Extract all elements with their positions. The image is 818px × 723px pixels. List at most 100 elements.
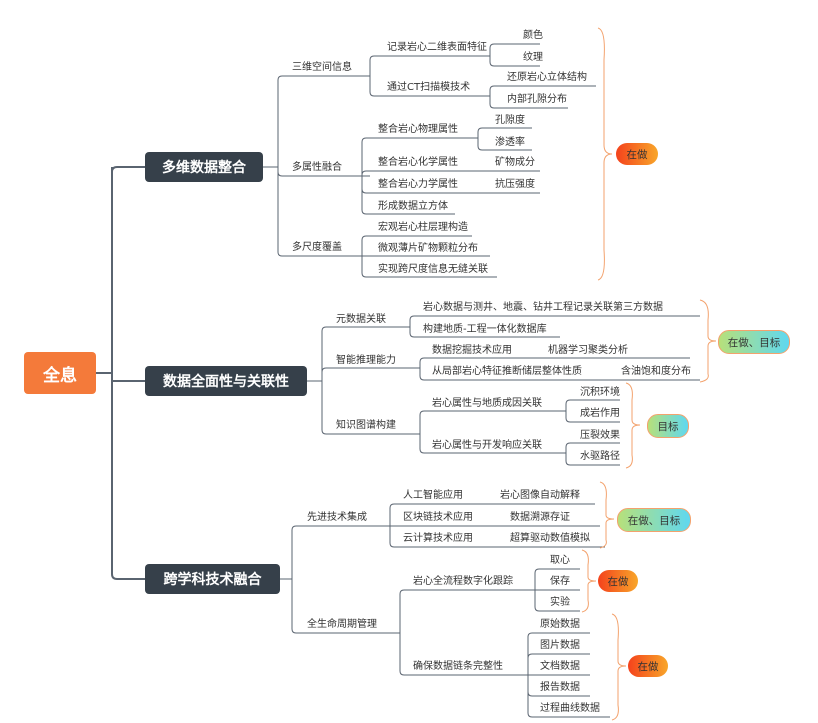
node-blockchain-app[interactable]: 区块链技术应用 <box>403 512 473 523</box>
leaf-fracturing-effect[interactable]: 压裂效果 <box>580 430 620 441</box>
leaf-coring[interactable]: 取心 <box>550 555 570 566</box>
b1-c1 <box>321 367 420 381</box>
node-record-2d-surface[interactable]: 记录岩心二维表面特征 <box>387 42 487 53</box>
leaf-hpc-simulation[interactable]: 超算驱动数值模拟 <box>510 533 590 544</box>
b1-c2-1 <box>419 434 566 454</box>
node-data-mining[interactable]: 数据挖掘技术应用 <box>432 345 512 356</box>
leaf-porosity[interactable]: 孔隙度 <box>495 115 525 126</box>
brace-1 <box>699 299 717 383</box>
leaf-internal-pore[interactable]: 内部孔隙分布 <box>507 94 567 105</box>
l3 <box>489 85 596 96</box>
status-tag-doing-3: 在做 <box>628 655 668 677</box>
node-multi-attribute-fusion[interactable]: 多属性融合 <box>292 162 342 173</box>
l13 <box>534 590 580 612</box>
node-intelligent-reasoning[interactable]: 智能推理能力 <box>336 355 396 366</box>
l14 <box>527 632 590 675</box>
node-ai-app[interactable]: 人工智能应用 <box>403 490 463 501</box>
leaf-permeability[interactable]: 渗透率 <box>495 137 525 148</box>
leaf-storage[interactable]: 保存 <box>550 576 570 587</box>
leaf-restore-3d-structure[interactable]: 还原岩心立体结构 <box>507 72 587 83</box>
b0-c2 <box>277 167 370 257</box>
status-tag-doing: 在做 <box>616 143 658 165</box>
node-macro-bedding[interactable]: 宏观岩心柱层理构造 <box>378 222 468 233</box>
b1-c2 <box>321 381 420 435</box>
b0-c1-3 <box>361 176 455 215</box>
leaf-image-data[interactable]: 图片数据 <box>540 640 580 651</box>
b0-c0-1 <box>369 76 490 97</box>
brace-4 <box>581 549 597 613</box>
b0-c1-1 <box>361 170 540 176</box>
leaf-document-data[interactable]: 文档数据 <box>540 661 580 672</box>
leaf-diagenesis[interactable]: 成岩作用 <box>580 408 620 419</box>
node-micro-mineral[interactable]: 微观薄片矿物颗粒分布 <box>378 243 478 254</box>
status-tag-target: 目标 <box>647 414 689 438</box>
l8 <box>565 411 620 423</box>
leaf-curve-data[interactable]: 过程曲线数据 <box>540 703 600 714</box>
b0-c2-2 <box>361 256 497 278</box>
b1-c1-1 <box>419 368 700 381</box>
l2 <box>489 56 540 67</box>
node-link-third-party[interactable]: 岩心数据与测井、地震、钻井工程记录关联第三方数据 <box>423 302 663 313</box>
b0-c0-0 <box>369 55 490 76</box>
node-data-cube[interactable]: 形成数据立方体 <box>378 201 448 212</box>
b0-c1-0 <box>361 137 478 176</box>
leaf-oil-saturation[interactable]: 含油饱和度分布 <box>621 366 691 377</box>
node-multi-scale[interactable]: 多尺度覆盖 <box>292 242 342 253</box>
b0-c0 <box>277 75 370 167</box>
root-node[interactable]: 全息 <box>24 352 96 394</box>
trunk-main <box>111 167 145 580</box>
leaf-texture[interactable]: 纹理 <box>523 52 543 63</box>
b1-c1-0 <box>419 357 690 368</box>
node-physical-attr[interactable]: 整合岩心物理属性 <box>378 124 458 135</box>
node-geo-eng-db[interactable]: 构建地质-工程一体化数据库 <box>423 324 547 335</box>
node-infer-reservoir[interactable]: 从局部岩心特征推断储层整体性质 <box>432 366 582 377</box>
node-lifecycle-mgmt[interactable]: 全生命周期管理 <box>307 619 377 630</box>
leaf-data-provenance[interactable]: 数据溯源存证 <box>510 512 570 523</box>
node-3d-spatial-info[interactable]: 三维空间信息 <box>292 62 352 73</box>
node-ct-scan[interactable]: 通过CT扫描模技术 <box>387 82 471 93</box>
trunk-0 <box>111 166 145 173</box>
node-mechanical-attr[interactable]: 整合岩心力学属性 <box>378 179 458 190</box>
node-full-process-tracking[interactable]: 岩心全流程数字化跟踪 <box>413 576 513 587</box>
l10 <box>565 453 620 466</box>
b0-c2-0 <box>361 235 472 256</box>
node-cross-scale[interactable]: 实现跨尺度信息无缝关联 <box>378 264 488 275</box>
brace-3 <box>599 481 615 549</box>
node-chemical-attr[interactable]: 整合岩心化学属性 <box>378 157 458 168</box>
leaf-waterflood-path[interactable]: 水驱路径 <box>580 451 620 462</box>
status-tag-doing-2: 在做 <box>598 570 638 592</box>
leaf-ml-clustering[interactable]: 机器学习聚类分析 <box>548 345 628 356</box>
node-data-chain-integrity[interactable]: 确保数据链条完整性 <box>413 661 503 672</box>
node-geo-genesis[interactable]: 岩心属性与地质成因关联 <box>432 398 542 409</box>
b2-c1-0 <box>399 589 535 633</box>
l4 <box>489 96 568 109</box>
node-knowledge-graph[interactable]: 知识图谱构建 <box>336 420 396 431</box>
b2-c0-0 <box>389 503 595 526</box>
leaf-mineral-composition[interactable]: 矿物成分 <box>495 157 535 168</box>
leaf-image-interpretation[interactable]: 岩心图像自动解释 <box>500 490 580 501</box>
leaf-raw-data[interactable]: 原始数据 <box>540 619 580 630</box>
node-dev-response[interactable]: 岩心属性与开发响应关联 <box>432 440 542 451</box>
l1 <box>489 43 540 56</box>
main-node-data-completeness[interactable]: 数据全面性与关联性 <box>145 366 307 396</box>
leaf-sedimentary-env[interactable]: 沉积环境 <box>580 387 620 398</box>
brace-5 <box>611 613 627 721</box>
node-metadata-link[interactable]: 元数据关联 <box>336 314 386 325</box>
b1-c0-1 <box>409 327 560 338</box>
l18 <box>527 675 610 718</box>
node-cloud-app[interactable]: 云计算技术应用 <box>403 533 473 544</box>
b1-c0 <box>321 326 410 381</box>
leaf-report-data[interactable]: 报告数据 <box>540 682 580 693</box>
b2-c0 <box>291 525 390 579</box>
leaf-color[interactable]: 颜色 <box>523 30 543 41</box>
leaf-experiment[interactable]: 实验 <box>550 597 570 608</box>
main-node-interdisciplinary-fusion[interactable]: 跨学科技术融合 <box>145 564 280 594</box>
brace-0 <box>597 27 613 281</box>
l5 <box>477 127 532 138</box>
leaf-compressive-strength[interactable]: 抗压强度 <box>495 179 535 190</box>
main-node-multi-dimensional-integration[interactable]: 多维数据整合 <box>145 152 263 182</box>
node-advanced-tech[interactable]: 先进技术集成 <box>307 512 367 523</box>
b1-c2-0 <box>419 410 566 434</box>
b2-c1 <box>291 579 400 634</box>
